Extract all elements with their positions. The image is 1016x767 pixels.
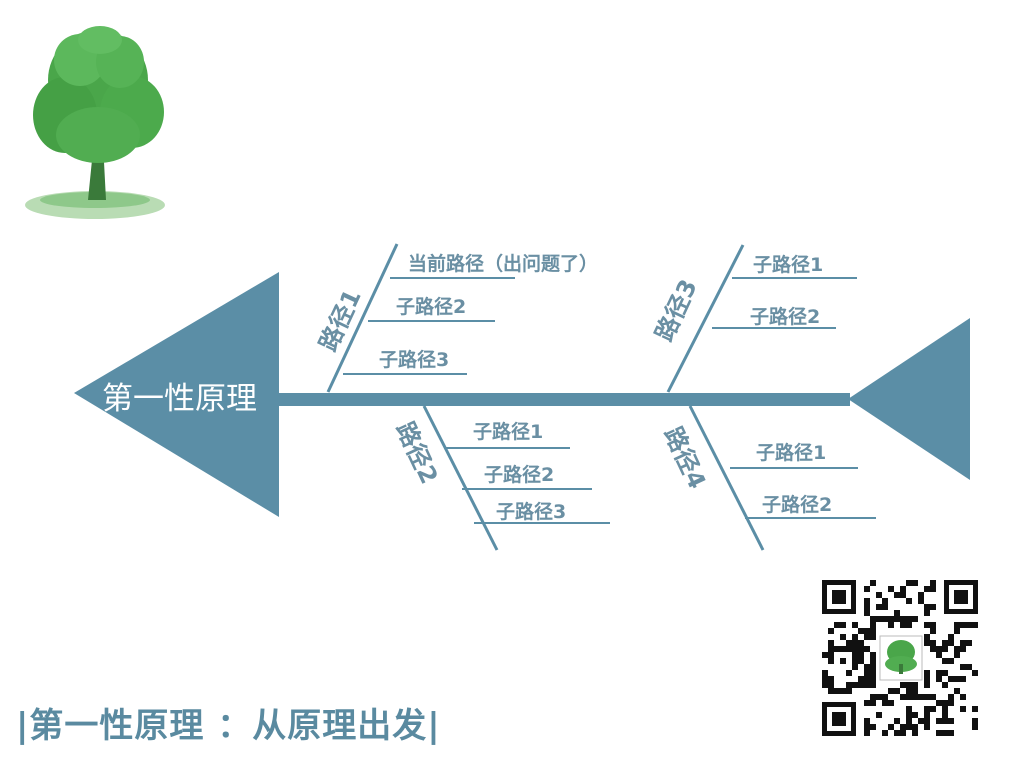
tree-icon [25, 26, 165, 219]
branch-line [422, 405, 499, 551]
sub-label: 子路径2 [484, 463, 554, 486]
sub-label: 子路径3 [379, 348, 449, 371]
sub-label: 子路径1 [756, 441, 826, 464]
fish-spine [275, 393, 850, 406]
branch-label: 路径1 [314, 285, 367, 355]
branch-line [688, 405, 765, 551]
branch-label: 路径3 [650, 275, 703, 345]
footer-title: |第一性原理 ：从原理出发| [16, 706, 441, 746]
head-label: 第一性原理 [102, 381, 257, 417]
qr-code-icon [822, 580, 978, 736]
branch-2: 路径2 子路径1 子路径2 子路径3 [391, 405, 610, 551]
sub-label: 子路径2 [396, 295, 466, 318]
sub-label: 子路径1 [753, 253, 823, 276]
sub-label: 子路径3 [496, 500, 566, 523]
branch-4: 路径4 子路径1 子路径2 [659, 405, 876, 551]
sub-label: 子路径2 [762, 493, 832, 516]
sub-label: 子路径1 [473, 420, 543, 443]
sub-label: 当前路径（出问题了） [408, 252, 598, 275]
branch-line [666, 244, 745, 393]
fish-head [74, 272, 279, 517]
branch-3: 路径3 子路径1 子路径2 [650, 244, 857, 393]
branch-line [326, 243, 399, 393]
branch-1: 路径1 当前路径（出问题了） 子路径2 子路径3 [314, 243, 598, 393]
sub-label: 子路径2 [750, 305, 820, 328]
fish-tail [848, 318, 970, 480]
